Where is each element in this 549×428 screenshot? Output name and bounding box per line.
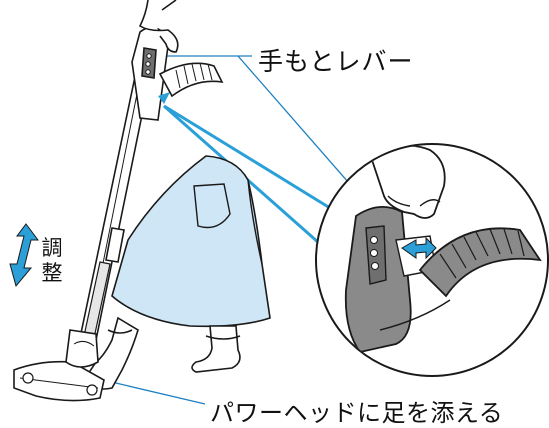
vacuum-handle — [131, 26, 170, 121]
hand-on-handle — [138, 0, 179, 53]
person-legs — [83, 316, 241, 390]
vacuum-hose — [158, 62, 224, 98]
handle-lever-arrow — [158, 92, 170, 104]
power-head — [13, 329, 105, 402]
adjust-label-char-2: 整 — [41, 261, 63, 285]
adjust-label-char-1: 調 — [41, 236, 63, 260]
right-leg — [191, 325, 241, 373]
person-skirt — [111, 155, 271, 328]
adjust-label: 調 整 — [40, 236, 64, 286]
power-head-body — [13, 360, 105, 402]
hand-lever-label: 手もとレバー — [258, 47, 414, 76]
zoom-connector — [163, 104, 337, 260]
zoom-detail-circle — [315, 143, 549, 377]
foot-on-head-label: パワーヘッドに足を添える — [210, 399, 504, 427]
skirt-pocket — [193, 183, 231, 229]
zoom-hose — [418, 227, 542, 298]
adjust-arrow-icon — [9, 223, 39, 288]
zoom-lever-arrow-icon — [401, 236, 437, 260]
